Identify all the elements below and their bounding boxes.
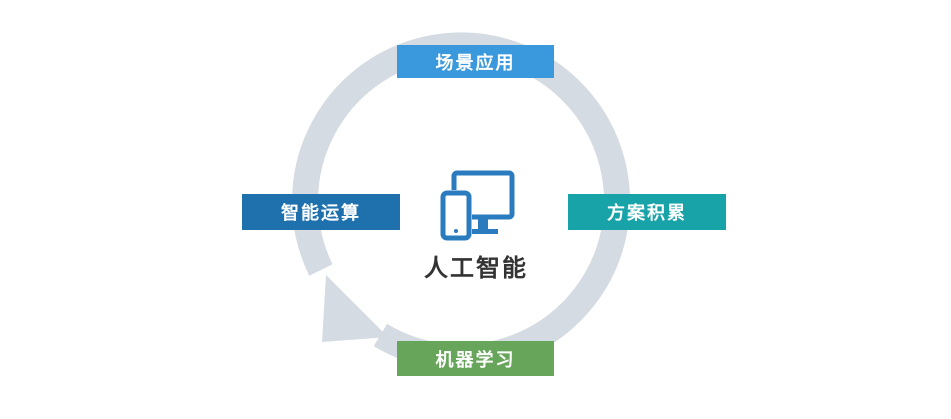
stage-box-intelligent-computing: 智能运算 (242, 194, 400, 230)
stage-label-bottom: 机器学习 (435, 349, 516, 371)
phone-frame (440, 190, 472, 241)
center-title: 人工智能 (424, 254, 528, 282)
phone-home-button (454, 229, 458, 233)
devices-icon (440, 170, 515, 242)
cycle-arrow-head (322, 275, 388, 342)
monitor-stand (478, 217, 488, 229)
stage-box-solution-accumulation: 方案积累 (568, 194, 726, 230)
stage-label-right: 方案积累 (607, 203, 687, 224)
stage-label-top: 场景应用 (435, 52, 516, 74)
monitor-base (470, 229, 498, 234)
stage-box-scenario-application: 场景应用 (397, 45, 554, 78)
stage-box-machine-learning: 机器学习 (397, 341, 554, 376)
stage-label-left: 智能运算 (281, 203, 361, 224)
phone-frame-mask (440, 190, 472, 242)
